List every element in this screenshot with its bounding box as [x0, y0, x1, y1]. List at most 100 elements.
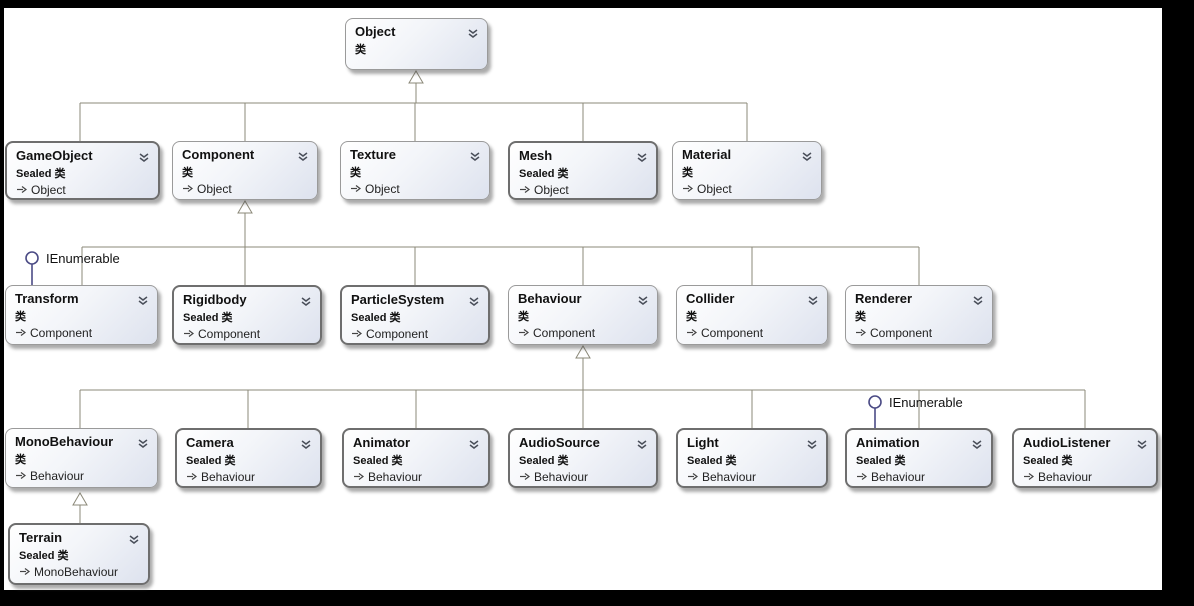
- interface-label-ienumerable: IEnumerable: [889, 395, 963, 410]
- base-class-name: Behaviour: [30, 469, 85, 483]
- class-kind: Sealed 类: [351, 312, 401, 324]
- class-kind: 类: [182, 167, 193, 179]
- collapse-chevron-icon[interactable]: [469, 148, 481, 166]
- class-kind: 类: [686, 311, 697, 323]
- class-node-monobehaviour[interactable]: MonoBehaviour 类 Behaviour: [5, 428, 158, 488]
- inherits-arrow-icon: [518, 326, 530, 341]
- class-node-camera[interactable]: Camera Sealed 类 Behaviour: [175, 428, 322, 488]
- class-title: Animator: [353, 435, 411, 450]
- class-node-gameobject[interactable]: GameObject Sealed 类 Object: [5, 141, 160, 200]
- base-class-row: Object: [519, 183, 648, 198]
- collapse-chevron-icon[interactable]: [972, 292, 984, 310]
- collapse-chevron-icon[interactable]: [128, 531, 140, 549]
- base-class-row: Behaviour: [15, 469, 149, 484]
- inherits-arrow-icon: [351, 327, 363, 342]
- inherits-arrow-icon: [519, 470, 531, 485]
- class-node-terrain[interactable]: Terrain Sealed 类 MonoBehaviour: [8, 523, 150, 585]
- collapse-chevron-icon[interactable]: [467, 25, 479, 43]
- base-class-name: Behaviour: [534, 470, 589, 484]
- inherits-arrow-icon: [682, 182, 694, 197]
- collapse-chevron-icon[interactable]: [137, 292, 149, 310]
- inherits-arrow-icon: [687, 470, 699, 485]
- base-class-row: Behaviour: [519, 470, 648, 485]
- class-title: Renderer: [855, 291, 913, 306]
- class-title: AudioListener: [1023, 435, 1111, 450]
- base-class-row: Behaviour: [687, 470, 818, 485]
- base-class-name: Component: [533, 326, 596, 340]
- class-node-animation[interactable]: Animation Sealed 类 Behaviour: [845, 428, 993, 488]
- class-title: Light: [687, 435, 719, 450]
- collapse-chevron-icon[interactable]: [806, 436, 818, 454]
- base-class-name: Component: [366, 327, 429, 341]
- collapse-chevron-icon[interactable]: [300, 436, 312, 454]
- class-node-animator[interactable]: Animator Sealed 类 Behaviour: [342, 428, 490, 488]
- class-title: Material: [682, 147, 732, 162]
- base-class-row: Component: [351, 327, 480, 342]
- class-title: Behaviour: [518, 291, 582, 306]
- base-class-name: Object: [197, 182, 232, 196]
- class-node-rigidbody[interactable]: Rigidbody Sealed 类 Component: [172, 285, 322, 345]
- inherits-arrow-icon: [519, 183, 531, 198]
- class-node-particlesystem[interactable]: ParticleSystem Sealed 类 Component: [340, 285, 490, 345]
- class-kind: Sealed 类: [19, 550, 69, 562]
- class-node-transform[interactable]: Transform 类 Component: [5, 285, 158, 345]
- inherits-arrow-icon: [855, 326, 867, 341]
- class-title: Collider: [686, 291, 735, 306]
- class-kind: Sealed 类: [1023, 455, 1073, 467]
- base-class-name: Component: [30, 326, 93, 340]
- collapse-chevron-icon[interactable]: [300, 293, 312, 311]
- collapse-chevron-icon[interactable]: [636, 149, 648, 167]
- class-node-light[interactable]: Light Sealed 类 Behaviour: [676, 428, 828, 488]
- class-kind: 类: [855, 311, 866, 323]
- collapse-chevron-icon[interactable]: [971, 436, 983, 454]
- collapse-chevron-icon[interactable]: [297, 148, 309, 166]
- collapse-chevron-icon[interactable]: [637, 292, 649, 310]
- base-class-name: Component: [870, 326, 933, 340]
- inherits-arrow-icon: [350, 182, 362, 197]
- base-class-row: Behaviour: [1023, 470, 1148, 485]
- class-node-audiosource[interactable]: AudioSource Sealed 类 Behaviour: [508, 428, 658, 488]
- base-class-row: Component: [15, 326, 149, 341]
- class-title: Texture: [350, 147, 396, 162]
- base-class-row: Object: [16, 183, 150, 198]
- class-node-object[interactable]: Object 类: [345, 18, 488, 70]
- inherits-arrow-icon: [856, 470, 868, 485]
- collapse-chevron-icon[interactable]: [468, 436, 480, 454]
- collapse-chevron-icon[interactable]: [807, 292, 819, 310]
- class-kind: 类: [518, 311, 529, 323]
- base-class-name: Component: [198, 327, 261, 341]
- collapse-chevron-icon[interactable]: [137, 435, 149, 453]
- class-title: AudioSource: [519, 435, 600, 450]
- inherits-arrow-icon: [186, 470, 198, 485]
- collapse-chevron-icon[interactable]: [801, 148, 813, 166]
- class-node-mesh[interactable]: Mesh Sealed 类 Object: [508, 141, 658, 200]
- collapse-chevron-icon[interactable]: [636, 436, 648, 454]
- inherits-arrow-icon: [16, 183, 28, 198]
- base-class-row: Object: [350, 182, 481, 197]
- class-node-texture[interactable]: Texture 类 Object: [340, 141, 490, 200]
- base-class-row: Component: [183, 327, 312, 342]
- class-kind: 类: [15, 311, 26, 323]
- class-title: Camera: [186, 435, 234, 450]
- class-title: Component: [182, 147, 255, 162]
- class-kind: 类: [355, 44, 366, 56]
- class-kind: 类: [682, 167, 693, 179]
- base-class-name: Behaviour: [1038, 470, 1093, 484]
- class-kind: Sealed 类: [186, 455, 236, 467]
- inherits-arrow-icon: [19, 565, 31, 580]
- class-node-behaviour[interactable]: Behaviour 类 Component: [508, 285, 658, 345]
- collapse-chevron-icon[interactable]: [1136, 436, 1148, 454]
- class-title: Terrain: [19, 530, 63, 545]
- class-title: Animation: [856, 435, 920, 450]
- inherits-arrow-icon: [183, 327, 195, 342]
- collapse-chevron-icon[interactable]: [138, 149, 150, 167]
- class-node-component[interactable]: Component 类 Object: [172, 141, 318, 200]
- class-title: Mesh: [519, 148, 553, 163]
- class-node-collider[interactable]: Collider 类 Component: [676, 285, 828, 345]
- class-node-audiolistener[interactable]: AudioListener Sealed 类 Behaviour: [1012, 428, 1158, 488]
- inherits-arrow-icon: [1023, 470, 1035, 485]
- base-class-name: Component: [701, 326, 764, 340]
- class-node-material[interactable]: Material 类 Object: [672, 141, 822, 200]
- collapse-chevron-icon[interactable]: [468, 293, 480, 311]
- class-node-renderer[interactable]: Renderer 类 Component: [845, 285, 993, 345]
